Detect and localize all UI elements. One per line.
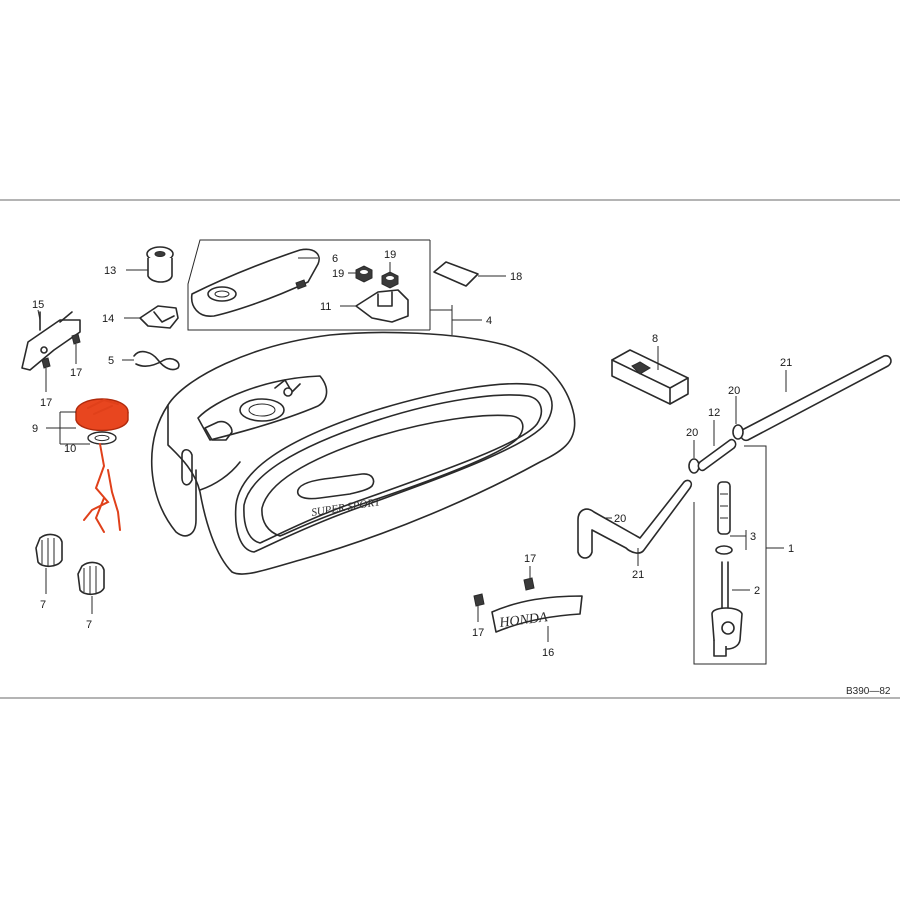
part-3-filter: 3 [715, 481, 756, 555]
callout-11: 11 [320, 301, 331, 313]
callout-5: 5 [108, 355, 114, 367]
callout-20-middle: 20 [686, 427, 698, 439]
callout-19-top: 19 [384, 249, 396, 261]
part-7-rubber-right: 7 [77, 561, 105, 631]
callout-18: 18 [510, 271, 522, 283]
part-13-cylinder: 13 [104, 246, 174, 283]
part-1-fuel-cock-assembly: 1 3 2 [693, 445, 794, 665]
callout-12: 12 [708, 407, 720, 419]
callout-2: 2 [754, 585, 760, 597]
callout-7-left: 7 [40, 599, 46, 611]
callout-20-left: 20 [614, 513, 626, 525]
callout-15: 15 [32, 299, 44, 311]
callout-16: 16 [542, 647, 554, 659]
part-18-sheet: 18 [433, 261, 522, 287]
part-16-honda-emblem: HONDA 16 17 17 [472, 553, 583, 659]
callout-21-upper: 21 [780, 357, 792, 369]
callout-13: 13 [104, 265, 116, 277]
callout-21-lower: 21 [632, 569, 644, 581]
part-9-filler-cap-highlighted: 9 10 [32, 398, 129, 533]
part-2-valve-body: 2 [711, 561, 760, 657]
callout-17-emblem-top: 17 [524, 553, 536, 565]
callout-17-hinge-left: 17 [40, 397, 52, 409]
part-12-fitting: 12 [697, 407, 737, 472]
figure-code: B390—82 [846, 686, 891, 697]
callout-17-emblem-left: 17 [472, 627, 484, 639]
callout-14: 14 [102, 313, 114, 325]
callout-17-hinge-right: 17 [70, 367, 82, 379]
callout-1: 1 [788, 543, 794, 555]
part-6-cover: 6 [190, 248, 338, 317]
part-21-fuel-tube-upper: 21 [739, 354, 892, 442]
part-21-fuel-tube-lower: 21 [577, 479, 693, 581]
part-11-bracket: 11 [320, 289, 409, 323]
callout-4: 4 [486, 315, 492, 327]
emblem-text: HONDA [498, 610, 549, 631]
callout-20-top: 20 [728, 385, 740, 397]
part-7-rubber-left: 7 [35, 533, 63, 611]
part-15-hinge: 15 17 17 [21, 299, 82, 409]
part-14-clip: 14 [102, 305, 179, 329]
fuel-tank: SUPER SPORT [150, 331, 576, 575]
callout-6: 6 [332, 253, 338, 265]
callout-3: 3 [750, 531, 756, 543]
callout-19-left: 19 [332, 268, 344, 280]
callout-10: 10 [64, 443, 76, 455]
callout-group-4: 4 [187, 239, 492, 335]
part-8-bracket: 8 [611, 333, 689, 405]
part-5-spring-clip: 5 [108, 350, 180, 371]
callout-9: 9 [32, 423, 38, 435]
part-19-nuts: 19 19 [332, 249, 399, 289]
callout-8: 8 [652, 333, 658, 345]
callout-7-right: 7 [86, 619, 92, 631]
